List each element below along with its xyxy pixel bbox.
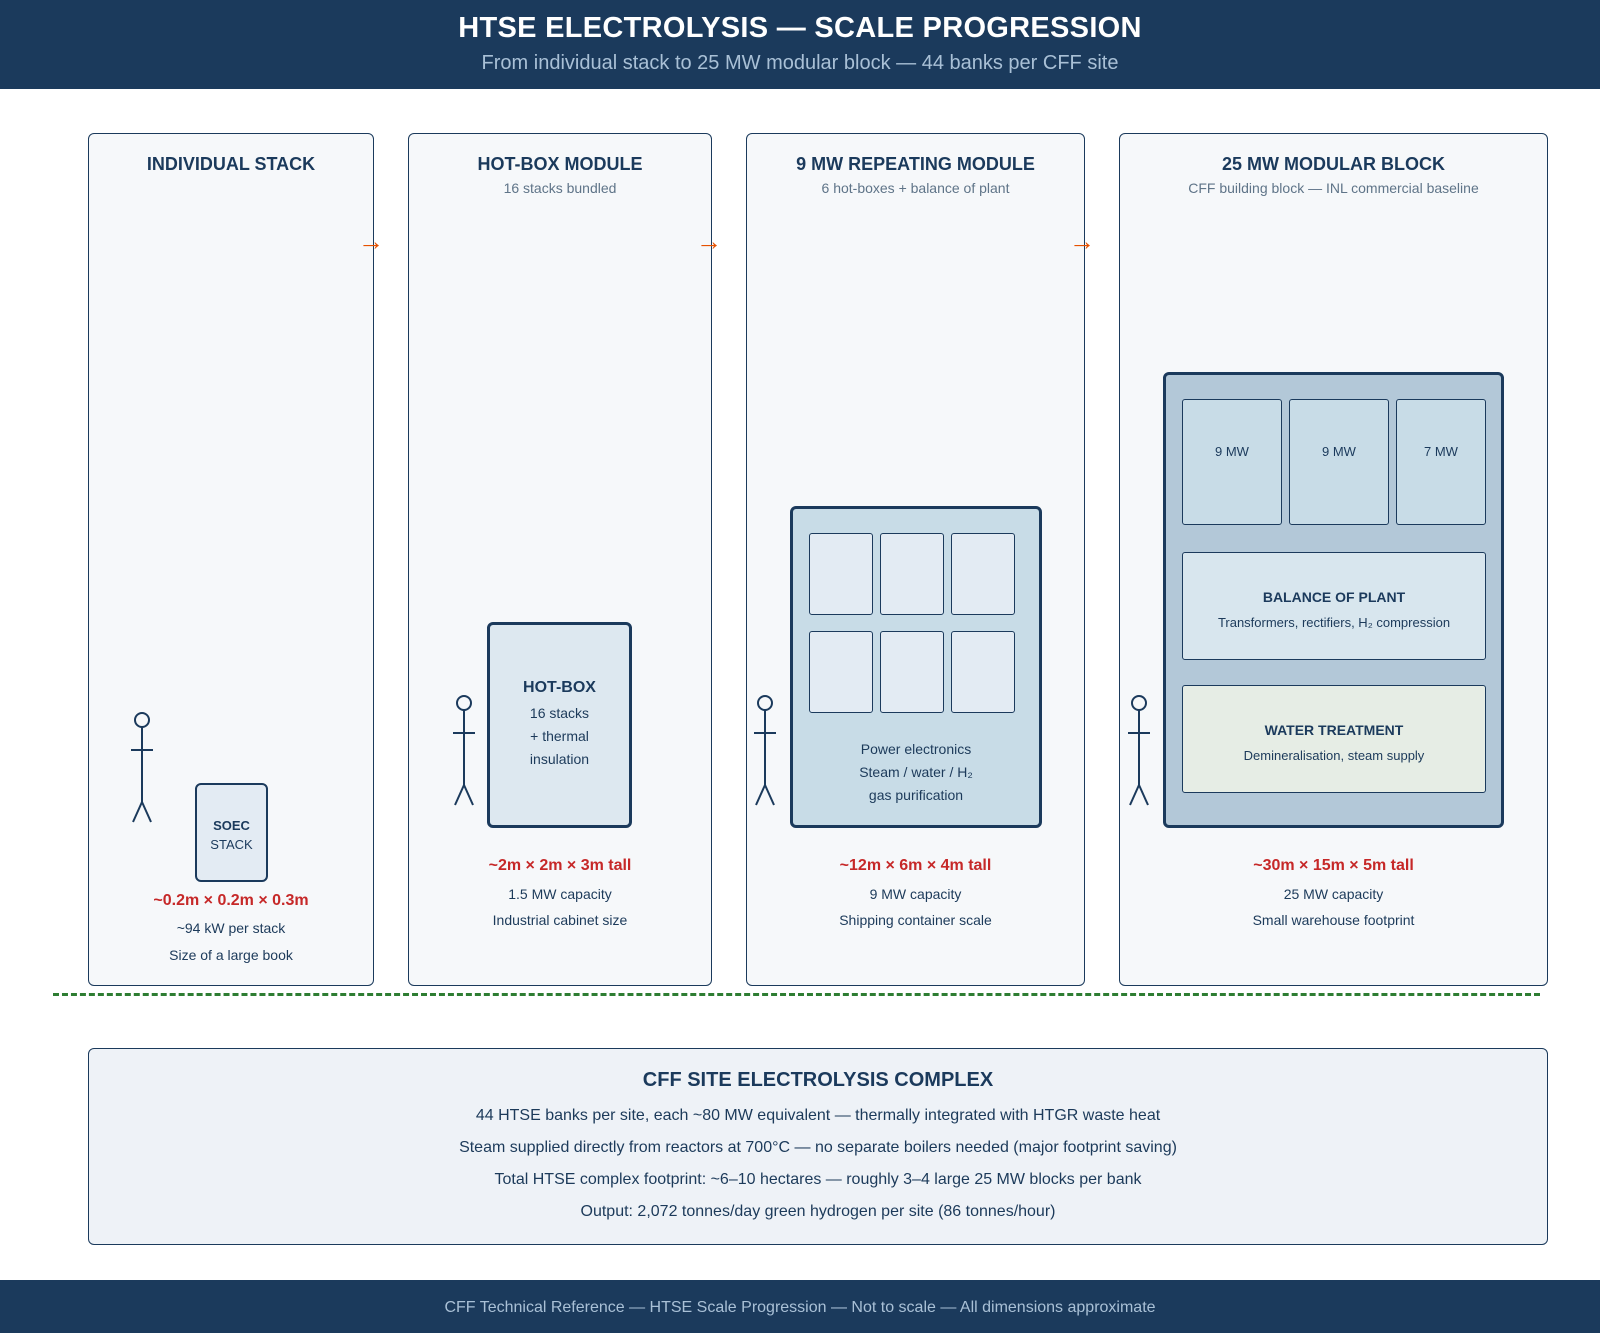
module-7mw: 7 MW (1396, 399, 1486, 525)
panel-subtitle: 6 hot-boxes + balance of plant (821, 180, 1010, 196)
site-complex-line: Steam supplied directly from reactors at… (459, 1139, 1177, 1156)
capacity-note: 1.5 MW capacity (508, 886, 612, 902)
person-icon (1128, 695, 1150, 806)
hot-box-cell (951, 533, 1015, 615)
hot-box-cell (809, 533, 873, 615)
arrow-right-icon: → (1069, 226, 1095, 256)
panel-subtitle: CFF building block — INL commercial base… (1188, 180, 1479, 196)
module-9mw-a: 9 MW (1182, 399, 1282, 525)
module-line: Steam / water / H₂ (859, 764, 973, 780)
arrow-right-icon: → (358, 226, 384, 256)
panel-9mw-repeating-module: 9 MW REPEATING MODULE 6 hot-boxes + bala… (746, 133, 1085, 986)
hot-box-line: insulation (529, 751, 590, 767)
panel-25mw-modular-block: 25 MW MODULAR BLOCK CFF building block —… (1119, 133, 1548, 986)
capacity-note: 9 MW capacity (869, 886, 962, 902)
dimensions-label: ~2m × 2m × 3m tall (488, 857, 632, 874)
panel-title: 25 MW MODULAR BLOCK (1222, 154, 1445, 174)
hot-box: HOT-BOX 16 stacks + thermal insulation (487, 622, 632, 828)
footer-bar: CFF Technical Reference — HTSE Scale Pro… (0, 1280, 1600, 1333)
module-line: Power electronics (860, 741, 972, 757)
water-treatment-box: WATER TREATMENT Demineralisation, steam … (1182, 685, 1486, 793)
capacity-note: ~94 kW per stack (176, 920, 286, 936)
hot-box-label: HOT-BOX (523, 679, 596, 696)
water-treatment-subtitle: Demineralisation, steam supply (1243, 748, 1425, 763)
soec-stack-box: SOEC STACK (195, 783, 268, 882)
panel-title: INDIVIDUAL STACK (146, 154, 316, 174)
site-complex-title: CFF SITE ELECTROLYSIS COMPLEX (642, 1069, 994, 1091)
section-divider (53, 993, 1540, 996)
soec-stack-label: SOEC (213, 818, 250, 833)
dimensions-label: ~0.2m × 0.2m × 0.3m (153, 892, 309, 909)
dimensions-label: ~30m × 15m × 5m tall (1253, 857, 1414, 874)
person-icon (453, 695, 475, 806)
balance-of-plant-subtitle: Transformers, rectifiers, H₂ compression (1217, 615, 1451, 630)
scale-note: Industrial cabinet size (492, 912, 628, 928)
water-treatment-title: WATER TREATMENT (1264, 722, 1404, 738)
page-subtitle: From individual stack to 25 MW modular b… (481, 52, 1119, 74)
hot-box-line: + thermal (530, 728, 589, 744)
person-icon (754, 695, 776, 806)
dimensions-label: ~12m × 6m × 4m tall (839, 857, 992, 874)
hot-box-cell (880, 631, 944, 713)
panel-hot-box-module: HOT-BOX MODULE 16 stacks bundled HOT-BOX… (408, 133, 712, 986)
module-9mw-b: 9 MW (1289, 399, 1389, 525)
modular-block-box: 9 MW 9 MW 7 MW BALANCE OF PLANT Transfor… (1163, 372, 1504, 828)
page-title: HTSE ELECTROLYSIS — SCALE PROGRESSION (458, 12, 1142, 44)
hot-box-cell (951, 631, 1015, 713)
arrow-right-icon: → (696, 226, 722, 256)
hot-box-cell (880, 533, 944, 615)
module-line: gas purification (868, 787, 964, 803)
hot-box-cell (809, 631, 873, 713)
footer-text: CFF Technical Reference — HTSE Scale Pro… (444, 1299, 1156, 1316)
panel-title: 9 MW REPEATING MODULE (796, 154, 1035, 174)
person-icon (131, 712, 153, 823)
header-bar: HTSE ELECTROLYSIS — SCALE PROGRESSION Fr… (0, 0, 1600, 89)
panel-subtitle: 16 stacks bundled (503, 180, 617, 196)
capacity-note: 25 MW capacity (1283, 886, 1384, 902)
soec-stack-sublabel: STACK (210, 837, 253, 852)
balance-of-plant-title: BALANCE OF PLANT (1262, 589, 1406, 605)
scale-note: Size of a large book (169, 947, 293, 963)
panel-title: HOT-BOX MODULE (477, 154, 643, 174)
hot-box-line: 16 stacks (529, 705, 590, 721)
site-complex-panel: CFF SITE ELECTROLYSIS COMPLEX 44 HTSE ba… (88, 1048, 1548, 1245)
panel-individual-stack: INDIVIDUAL STACK SOEC STACK ~0.2m × 0.2m… (88, 133, 374, 986)
repeating-module-box: Power electronics Steam / water / H₂ gas… (790, 506, 1042, 828)
site-complex-line: 44 HTSE banks per site, each ~80 MW equi… (475, 1107, 1161, 1124)
scale-note: Small warehouse footprint (1252, 912, 1415, 928)
scale-note: Shipping container scale (839, 912, 992, 928)
site-complex-line: Total HTSE complex footprint: ~6–10 hect… (494, 1171, 1142, 1188)
balance-of-plant-box: BALANCE OF PLANT Transformers, rectifier… (1182, 552, 1486, 660)
site-complex-line: Output: 2,072 tonnes/day green hydrogen … (580, 1203, 1056, 1220)
